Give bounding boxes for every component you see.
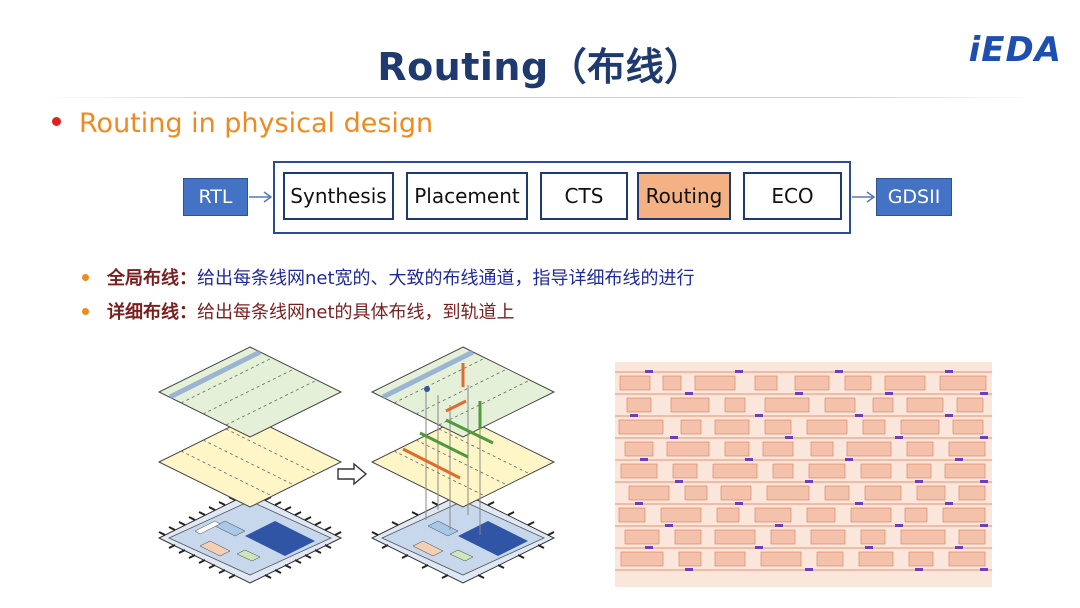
stage-eco: ECO	[743, 172, 842, 220]
slide-title: Routing（布线）	[377, 45, 703, 89]
right-outline-arrow-icon	[337, 462, 368, 486]
flow-stage-container	[273, 161, 851, 234]
ieda-logo: iEDA	[968, 30, 1062, 70]
bullet-dot-icon	[82, 273, 89, 281]
sub-bullet-detailed-routing: 详细布线：给出每条线网net的具体布线，到轨道上	[82, 298, 515, 324]
sub-bullet-text: 给出每条线网net宽的、大致的布线通道，指导详细布线的进行	[197, 268, 695, 289]
main-bullet: Routing in physical design	[52, 108, 433, 139]
stage-placement: Placement	[406, 172, 528, 220]
stage-routing: Routing	[637, 172, 731, 220]
stage-synthesis: Synthesis	[283, 172, 394, 220]
sub-bullet-text: 给出每条线网net的具体布线，到轨道上	[197, 302, 515, 323]
layered-chip-global-routing-icon	[157, 346, 343, 584]
main-bullet-text: Routing in physical design	[79, 108, 434, 139]
sub-bullet-lead: 全局布线：	[107, 268, 197, 289]
flow-end-gdsii: GDSII	[876, 178, 952, 216]
flow-start-rtl: RTL	[183, 178, 248, 216]
detailed-routing-layout-icon	[615, 362, 992, 587]
layered-chip-detailed-routing-icon	[370, 346, 556, 584]
sub-bullet-global-routing: 全局布线：给出每条线网net宽的、大致的布线通道，指导详细布线的进行	[82, 264, 695, 290]
arrow-right-icon	[249, 191, 273, 203]
title-divider	[40, 97, 1040, 98]
arrow-right-icon	[852, 191, 876, 203]
sub-bullet-lead: 详细布线：	[107, 302, 197, 323]
bullet-dot-icon	[82, 307, 89, 315]
stage-cts: CTS	[540, 172, 628, 220]
bullet-dot-icon	[52, 117, 61, 126]
